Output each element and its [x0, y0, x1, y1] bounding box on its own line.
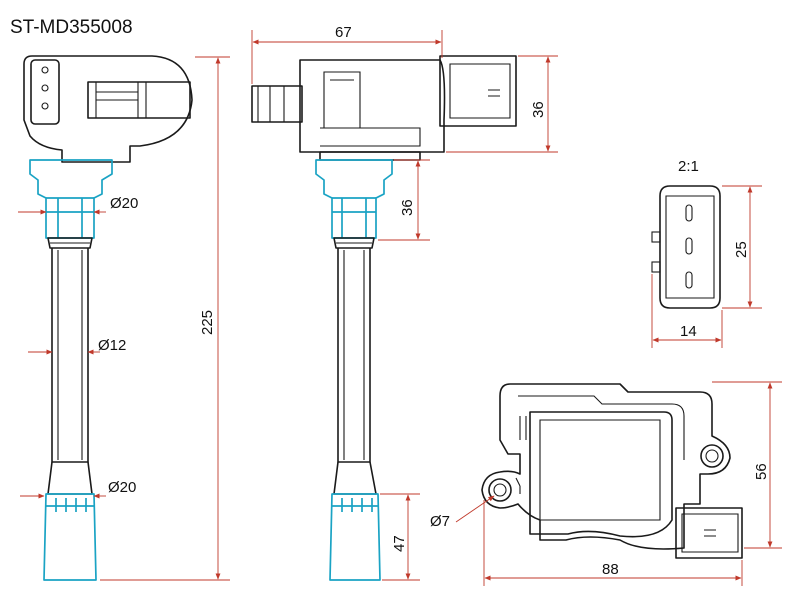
dim-side-boot-dia: Ø20: [108, 479, 136, 496]
side-dimensions: 225 Ø20 Ø12 Ø20: [18, 56, 230, 581]
dim-front-neck-height: 36: [399, 199, 416, 216]
dim-connector-width: 14: [680, 323, 697, 340]
dim-front-connector-height: 36: [530, 101, 547, 118]
dim-top-height: 56: [753, 463, 770, 480]
connector-detail: 2:1: [651, 158, 721, 309]
dim-front-width: 67: [335, 24, 352, 41]
part-number-title: ST-MD355008: [10, 17, 133, 38]
top-dimensions: 56 88 Ø7: [430, 381, 782, 586]
dim-connector-height: 25: [733, 241, 750, 258]
front-dimensions: 67 36 36 47: [251, 24, 558, 581]
front-view: [251, 55, 517, 581]
dim-side-total-length: 225: [199, 310, 216, 335]
dim-side-tube-dia: Ø12: [98, 337, 126, 354]
connector-dimensions: 25 14: [651, 185, 762, 348]
dim-top-width: 88: [602, 561, 619, 578]
dim-front-boot-height: 47: [391, 535, 408, 552]
connector-scale-label: 2:1: [678, 158, 699, 175]
top-view: [481, 383, 743, 559]
dim-side-head-dia: Ø20: [110, 195, 138, 212]
dim-top-hole-dia: Ø7: [430, 513, 450, 530]
side-view: [23, 55, 193, 581]
